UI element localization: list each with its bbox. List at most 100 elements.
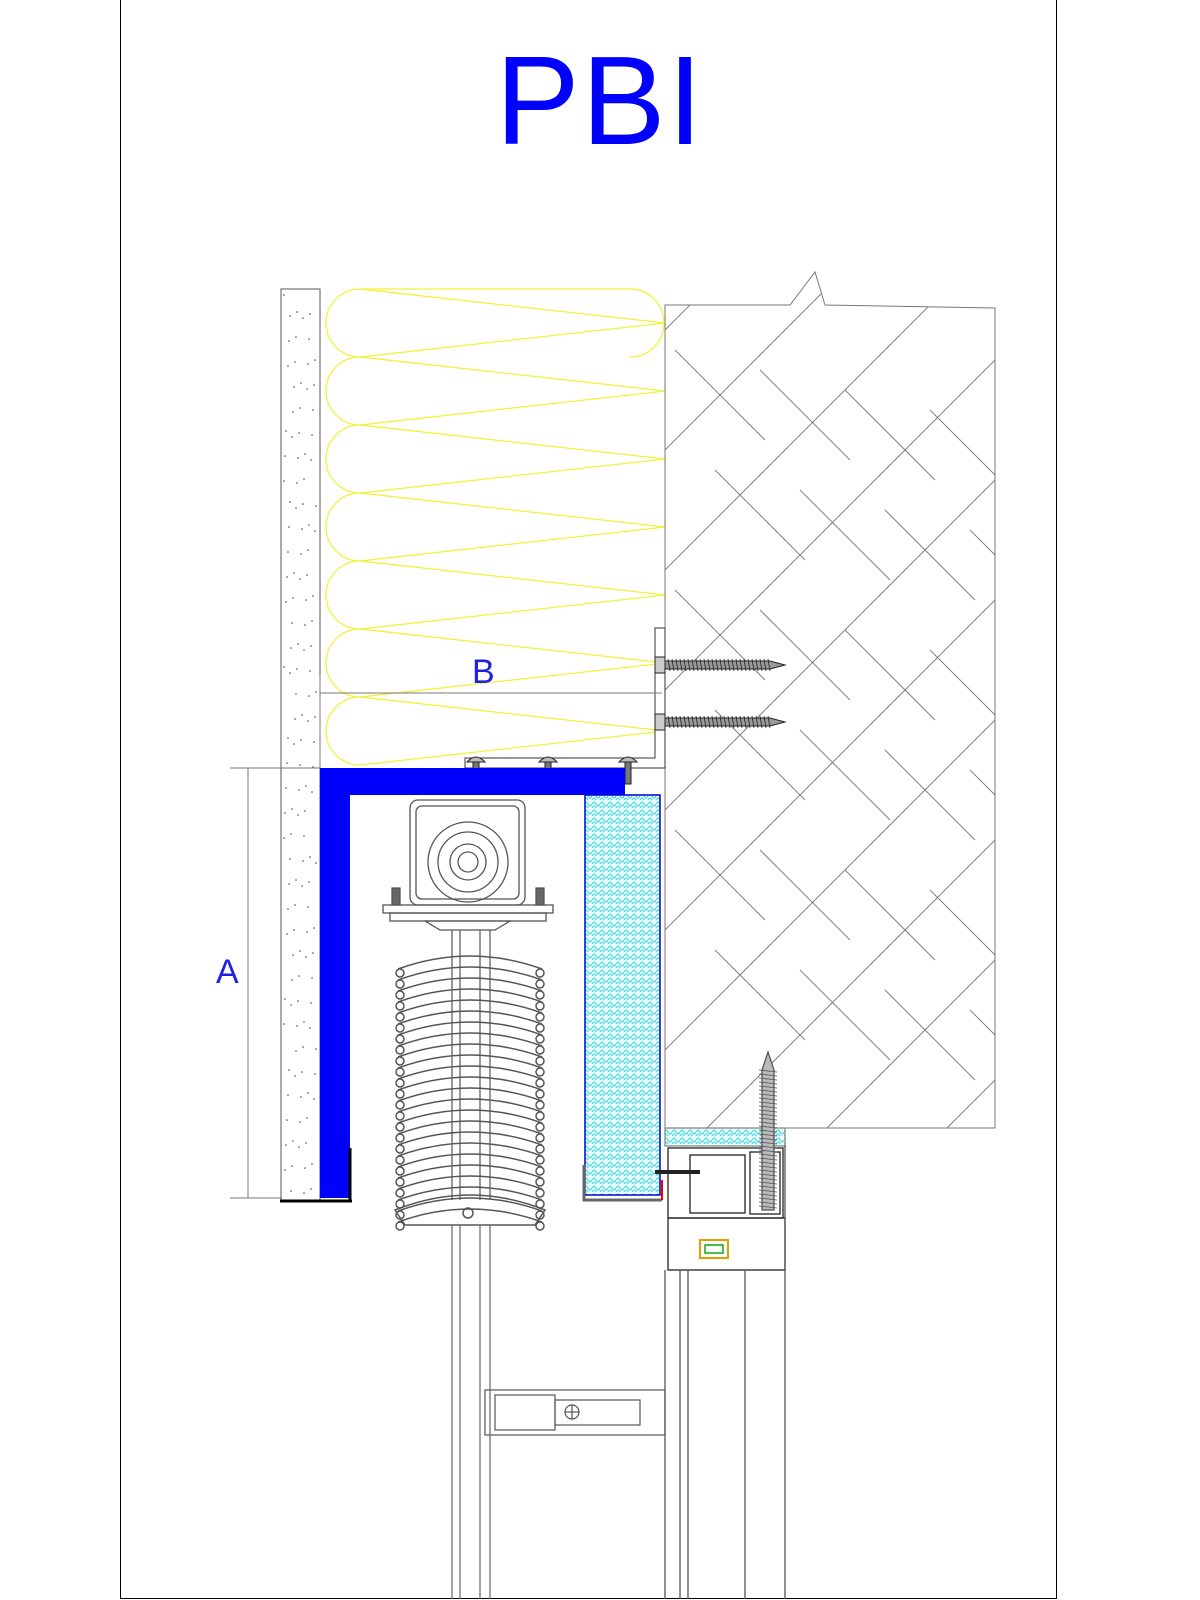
plaster-speck bbox=[304, 810, 306, 812]
panel-lip bbox=[582, 1165, 662, 1202]
screw-thread bbox=[758, 1109, 778, 1113]
screw-thread bbox=[743, 658, 747, 672]
plaster-speck bbox=[295, 507, 297, 509]
plaster-speck bbox=[288, 526, 290, 528]
hatch-line bbox=[674, 349, 766, 441]
slat-hook bbox=[395, 1166, 405, 1176]
plaster-speck bbox=[284, 455, 286, 457]
plaster-speck bbox=[287, 365, 289, 367]
slat bbox=[397, 1021, 543, 1036]
slat-hook bbox=[535, 1144, 545, 1154]
plaster-speck bbox=[284, 812, 286, 814]
blue-profile-top bbox=[320, 768, 625, 795]
plaster-speck bbox=[314, 530, 316, 532]
plaster-speck bbox=[306, 1117, 308, 1119]
hatch-line bbox=[929, 409, 995, 476]
slat bbox=[397, 1076, 543, 1091]
slat-hook bbox=[395, 1067, 405, 1077]
screw-thread bbox=[758, 1177, 778, 1181]
slat-hook bbox=[535, 1056, 545, 1066]
cyan-insulation-panel bbox=[582, 794, 663, 1202]
plaster-speck bbox=[307, 363, 309, 365]
plaster-speck bbox=[311, 977, 313, 979]
slat bbox=[397, 1065, 543, 1080]
screw-thread bbox=[758, 1085, 778, 1089]
plaster-speck bbox=[309, 670, 311, 672]
screw-thread bbox=[758, 1133, 778, 1137]
screw-thread bbox=[679, 715, 683, 729]
slat bbox=[397, 1197, 543, 1212]
screw-thread bbox=[758, 1141, 778, 1145]
screw-thread bbox=[719, 658, 723, 672]
slat bbox=[397, 1054, 543, 1069]
window-frame bbox=[655, 1049, 786, 1599]
plaster-speck bbox=[285, 601, 287, 603]
screw-thread bbox=[687, 658, 691, 672]
plaster-speck bbox=[295, 336, 297, 338]
hatch-line bbox=[884, 749, 976, 841]
crank-handle bbox=[484, 1389, 666, 1436]
dimension-b-label: B bbox=[472, 653, 495, 691]
plaster-speck bbox=[306, 931, 308, 933]
hatch-line bbox=[665, 479, 995, 811]
slat-hook bbox=[535, 990, 545, 1000]
plaster-speck bbox=[308, 695, 310, 697]
slat-hook bbox=[535, 1111, 545, 1121]
plaster-speck bbox=[295, 879, 297, 881]
plaster-speck bbox=[300, 739, 302, 741]
hatch-line bbox=[759, 369, 851, 461]
plaster-speck bbox=[308, 338, 310, 340]
screw-thread bbox=[735, 658, 739, 672]
slat-hook bbox=[535, 1133, 545, 1143]
plaster-speck bbox=[292, 597, 294, 599]
plaster-speck bbox=[285, 430, 287, 432]
plaster-speck bbox=[290, 1190, 292, 1192]
plaster-speck bbox=[304, 453, 306, 455]
slat-hook bbox=[535, 1100, 545, 1110]
screw-thread bbox=[758, 1129, 778, 1133]
dimension-a-label: A bbox=[216, 953, 239, 991]
screw-thread bbox=[758, 1125, 778, 1129]
plaster-speck bbox=[315, 862, 317, 864]
hatch-line bbox=[665, 289, 946, 571]
hatch-line bbox=[799, 489, 891, 581]
slat-hook bbox=[535, 1045, 545, 1055]
plaster-speck bbox=[296, 1025, 298, 1027]
plaster-speck bbox=[293, 743, 295, 745]
plaster-speck bbox=[284, 1169, 286, 1171]
plaster-speck bbox=[308, 881, 310, 883]
plaster-speck bbox=[297, 457, 299, 459]
blue-profile-side bbox=[320, 768, 350, 1198]
screw-thread bbox=[747, 658, 751, 672]
plaster-speck bbox=[286, 933, 288, 935]
screw-thread bbox=[715, 715, 719, 729]
screw-thread bbox=[675, 715, 679, 729]
hatch-line bbox=[844, 629, 936, 721]
plaster-speck bbox=[300, 1096, 302, 1098]
slat-hook bbox=[395, 1012, 405, 1022]
screw-thread bbox=[758, 1097, 778, 1101]
plaster-speck bbox=[303, 1021, 305, 1023]
box-screw bbox=[624, 761, 632, 785]
plaster-speck bbox=[309, 856, 311, 858]
plaster-speck bbox=[298, 1146, 300, 1148]
plaster-speck bbox=[306, 388, 308, 390]
plaster-speck bbox=[303, 1192, 305, 1194]
screw-thread bbox=[759, 658, 763, 672]
plaster-speck bbox=[302, 860, 304, 862]
screw-thread bbox=[723, 658, 727, 672]
plaster-speck bbox=[303, 478, 305, 480]
plaster-speck bbox=[305, 599, 307, 601]
plaster-speck bbox=[294, 904, 296, 906]
hatch-line bbox=[714, 469, 806, 561]
plaster-speck bbox=[307, 549, 309, 551]
screw-head bbox=[654, 656, 666, 674]
slat-hook bbox=[395, 1045, 405, 1055]
plaster-speck bbox=[296, 311, 298, 313]
screw-head bbox=[654, 713, 666, 731]
slat-hook bbox=[395, 1100, 405, 1110]
screw-thread bbox=[751, 658, 755, 672]
slat-hook bbox=[395, 1122, 405, 1132]
slat-hook bbox=[395, 1177, 405, 1187]
slat-hook bbox=[535, 1067, 545, 1077]
